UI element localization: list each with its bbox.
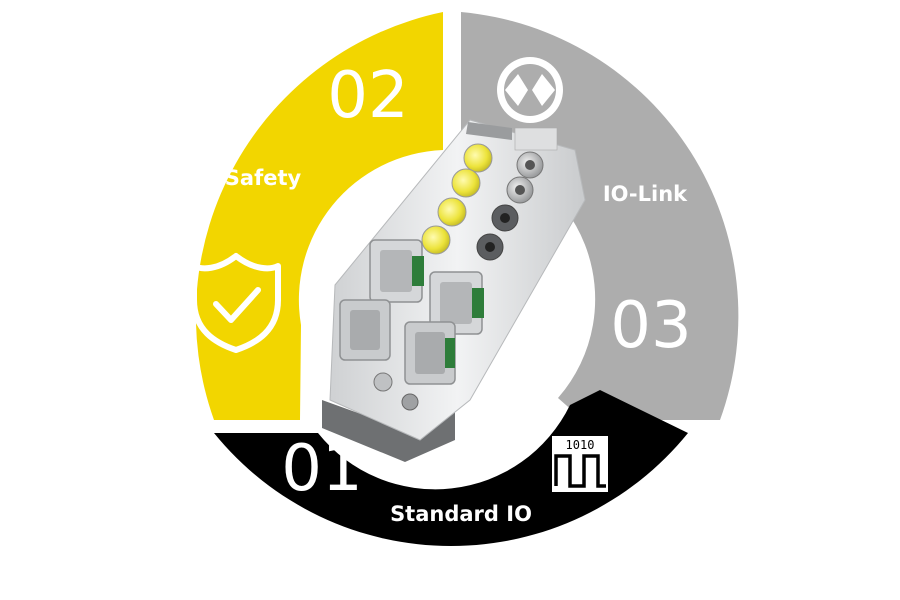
standard-io-number: 01 (281, 432, 362, 506)
digital-signal-text: 1010 (566, 438, 595, 452)
safety-number: 02 (327, 59, 408, 133)
status-led (421, 225, 451, 255)
shield-check-icon (191, 253, 281, 353)
standard-io-segment (214, 390, 688, 547)
io-module-device (322, 119, 586, 462)
digital-signal-1010-icon: 1010 (552, 436, 608, 492)
power-connector (404, 321, 456, 385)
safety-label: Safety (225, 166, 302, 190)
standard-io-label: Standard IO (390, 502, 532, 526)
io-link-number: 03 (610, 289, 691, 363)
device-top-cap (466, 122, 512, 140)
m12-port (476, 233, 504, 261)
io-link-label: IO-Link (603, 182, 688, 206)
power-connector (369, 239, 424, 303)
ground-screw (401, 393, 419, 411)
safety-segment (195, 12, 443, 420)
status-led (437, 197, 467, 227)
m12-port (506, 176, 534, 204)
status-led (451, 168, 481, 198)
power-connector (429, 271, 484, 335)
device-base (322, 400, 455, 462)
m12-port (516, 151, 544, 179)
ground-screw (373, 372, 393, 392)
power-connector (339, 299, 391, 361)
io-link-logo-icon (497, 57, 563, 123)
status-led (463, 143, 493, 173)
device-brand-plate (514, 127, 558, 151)
m12-port (491, 204, 519, 232)
